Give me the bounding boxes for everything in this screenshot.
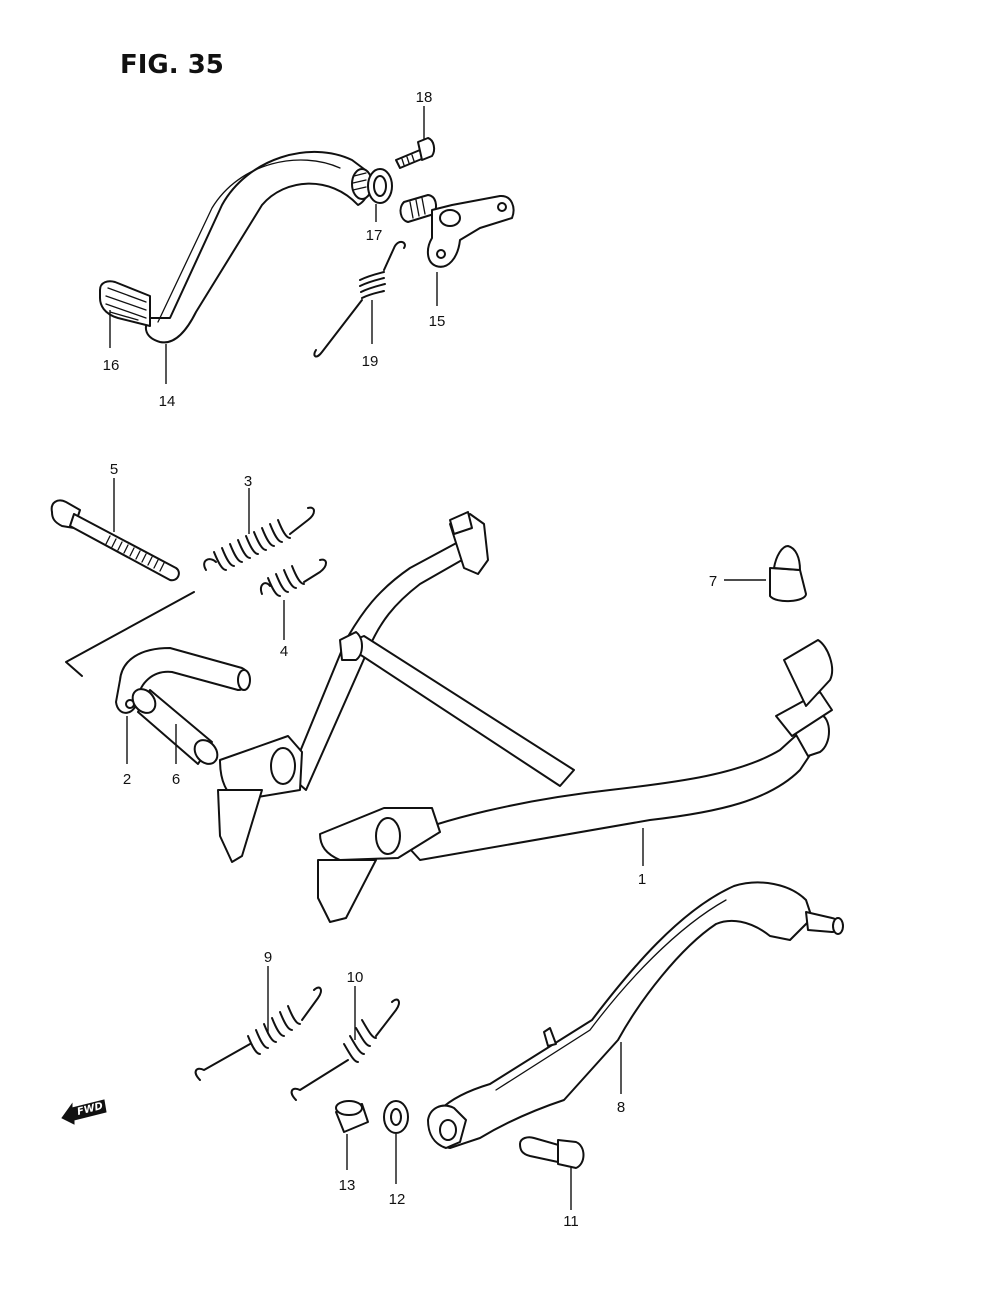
part-number-16: 16 [103,357,120,374]
sleeve-6 [131,688,219,765]
spring-3 [203,506,315,571]
spring-19 [313,241,406,358]
part-number-3: 3 [244,473,252,490]
assembly-bracket-line [65,591,195,677]
part-number-13: 13 [339,1177,356,1194]
part-number-14: 14 [159,393,176,410]
washer-12 [383,1100,409,1134]
part-number-18: 18 [416,89,433,106]
side-stand-8 [427,881,844,1149]
part-number-1: 1 [638,871,646,888]
part-numbers: 18 17 15 19 16 14 5 3 4 7 2 6 1 9 10 8 1… [103,89,718,1230]
spring-9 [194,986,322,1081]
part-number-10: 10 [347,969,364,986]
part-number-9: 9 [264,949,272,966]
pedal-bracket-15 [399,194,515,268]
figure-title: FIG. 35 [120,50,224,80]
nut-13 [335,1100,369,1133]
part-number-17: 17 [366,227,383,244]
part-number-7: 7 [709,573,717,590]
part-number-8: 8 [617,1099,625,1116]
part-number-6: 6 [172,771,180,788]
part-number-4: 4 [280,643,288,660]
center-stand-1 [217,511,834,923]
brake-pedal-14 [144,151,373,344]
washer-17 [367,168,393,204]
part-number-2: 2 [123,771,131,788]
spring-10 [290,998,400,1101]
spring-4 [260,558,327,597]
part-number-12: 12 [389,1191,406,1208]
bolt-11 [519,1136,585,1169]
part-number-15: 15 [429,313,446,330]
part-number-5: 5 [110,461,118,478]
part-number-11: 11 [563,1213,579,1230]
pedal-rubber-16 [99,280,151,327]
stand-arm-2 [115,647,251,714]
leader-lines [109,106,766,1210]
bolt-18 [395,137,436,169]
part-number-19: 19 [362,353,379,370]
stopper-7 [769,545,807,602]
forward-arrow-icon: FWD [61,1099,107,1125]
bolt-5 [50,499,180,582]
